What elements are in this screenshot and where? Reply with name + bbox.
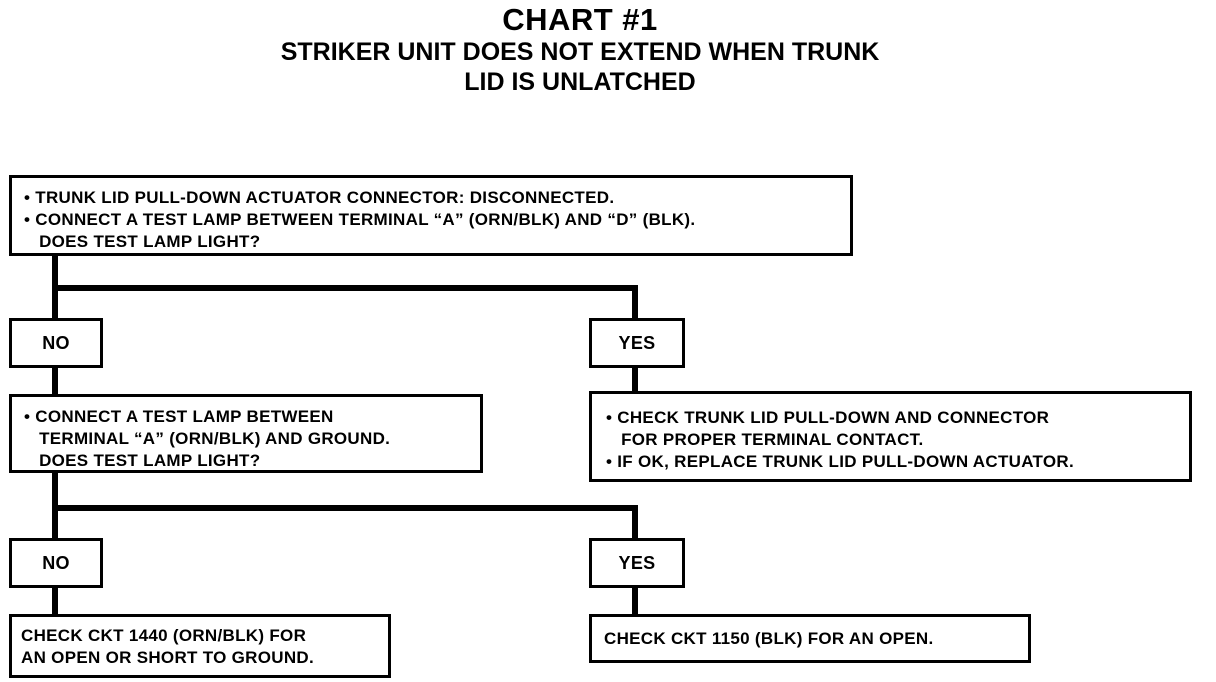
step1-line-3: DOES TEST LAMP LIGHT? bbox=[24, 232, 261, 251]
branch2-no-box: NO bbox=[9, 538, 103, 588]
chart-subtitle-line-1: STRIKER UNIT DOES NOT EXTEND WHEN TRUNK bbox=[280, 38, 880, 66]
chart-title: CHART #1 bbox=[502, 2, 658, 37]
branch2-yes-box: YES bbox=[589, 538, 685, 588]
yes2-action-line-1: CHECK CKT 1150 (BLK) FOR AN OPEN. bbox=[604, 629, 934, 648]
step2-line-2: TERMINAL “A” (ORN/BLK) AND GROUND. bbox=[24, 429, 391, 448]
yes2-action-box: CHECK CKT 1150 (BLK) FOR AN OPEN. bbox=[589, 614, 1031, 663]
yes1-action-line-2: FOR PROPER TERMINAL CONTACT. bbox=[606, 430, 924, 449]
branch1-yes-box: YES bbox=[589, 318, 685, 368]
branch1-no-box: NO bbox=[9, 318, 103, 368]
step1-line-1: • TRUNK LID PULL-DOWN ACTUATOR CONNECTOR… bbox=[24, 188, 615, 207]
yes1-action-box: • CHECK TRUNK LID PULL-DOWN AND CONNECTO… bbox=[589, 391, 1192, 482]
no2-action-line-2: AN OPEN OR SHORT TO GROUND. bbox=[21, 648, 315, 667]
chart-subtitle-line-2: LID IS UNLATCHED bbox=[464, 68, 696, 96]
step1-box: • TRUNK LID PULL-DOWN ACTUATOR CONNECTOR… bbox=[9, 175, 853, 256]
no2-action-box: CHECK CKT 1440 (ORN/BLK) FOR AN OPEN OR … bbox=[9, 614, 391, 678]
step2-box: • CONNECT A TEST LAMP BETWEEN TERMINAL “… bbox=[9, 394, 483, 473]
step2-line-3: DOES TEST LAMP LIGHT? bbox=[24, 451, 261, 470]
step1-line-2: • CONNECT A TEST LAMP BETWEEN TERMINAL “… bbox=[24, 210, 696, 229]
no2-action-line-1: CHECK CKT 1440 (ORN/BLK) FOR bbox=[21, 626, 307, 645]
yes1-action-line-3: • IF OK, REPLACE TRUNK LID PULL-DOWN ACT… bbox=[606, 452, 1075, 471]
step2-line-1: • CONNECT A TEST LAMP BETWEEN bbox=[24, 407, 334, 426]
yes1-action-line-1: • CHECK TRUNK LID PULL-DOWN AND CONNECTO… bbox=[606, 408, 1050, 427]
